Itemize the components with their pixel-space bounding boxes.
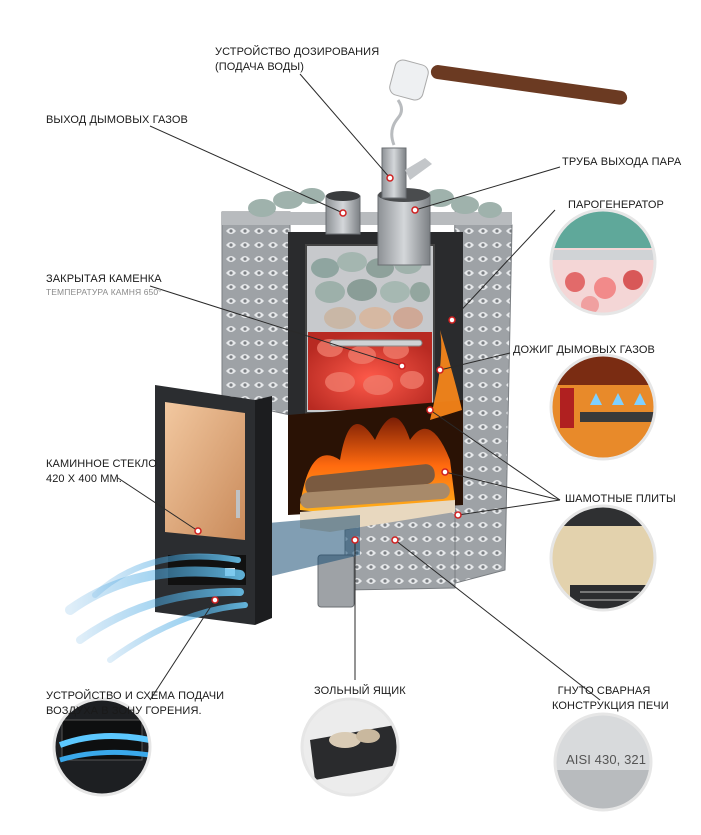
label-fireplace-glass: КАМИННОЕ СТЕКЛО 420 Х 400 ММ. xyxy=(46,457,157,487)
label-air-supply: УСТРОЙСТВО И СХЕМА ПОДАЧИ ВОЗДУХА В ЗОНУ… xyxy=(46,689,224,719)
detail-ash-box xyxy=(300,697,400,797)
label-stone-temperature: ТЕМПЕРАТУРА КАМНЯ 650° xyxy=(46,287,162,297)
label-fireclay: ШАМОТНЫЕ ПЛИТЫ xyxy=(565,493,676,505)
label-closed-stones: ЗАКРЫТАЯ КАМЕНКА ТЕМПЕРАТУРА КАМНЯ 650° xyxy=(46,272,162,298)
label-bent-line2: КОНСТРУКЦИЯ ПЕЧИ xyxy=(552,700,669,712)
firewood-log xyxy=(305,464,435,496)
label-smoke-outlet: ВЫХОД ДЫМОВЫХ ГАЗОВ xyxy=(46,114,188,126)
grey-stones xyxy=(311,252,430,329)
anchor-dots xyxy=(194,174,462,604)
label-closed-stones-line1: ЗАКРЫТАЯ КАМЕНКА xyxy=(46,273,162,285)
fireplace-glass xyxy=(165,402,245,540)
steam-pipe xyxy=(377,194,431,266)
label-bent-welded: ГНУТО СВАРНАЯ КОНСТРУКЦИЯ ПЕЧИ xyxy=(552,684,669,714)
label-steam-pipe: ТРУБА ВЫХОДА ПАРА xyxy=(562,156,682,168)
label-dosing: УСТРОЙСТВО ДОЗИРОВАНИЯ (ПОДАЧА ВОДЫ) xyxy=(215,45,379,75)
label-glass-line1: КАМИННОЕ СТЕКЛО xyxy=(46,458,157,470)
label-bent-line1: ГНУТО СВАРНАЯ xyxy=(557,685,651,697)
top-stones xyxy=(248,188,502,218)
label-air-line1: УСТРОЙСТВО И СХЕМА ПОДАЧИ xyxy=(46,690,225,702)
detail-fireclay xyxy=(549,504,657,612)
label-air-line2: ВОЗДУХА В ЗОНУ ГОРЕНИЯ. xyxy=(46,705,202,717)
callout-lines xyxy=(117,73,601,701)
firebox-door xyxy=(155,385,272,625)
ladle-handle xyxy=(430,65,628,105)
label-dosing-line2: (ПОДАЧА ВОДЫ) xyxy=(215,61,304,73)
detail-steam-generator xyxy=(549,208,657,316)
label-glass-size: 420 Х 400 ММ. xyxy=(46,473,122,485)
ladle-cup xyxy=(389,59,429,101)
label-steam-generator: ПАРОГЕНЕРАТОР xyxy=(568,199,664,211)
air-flow xyxy=(65,553,248,663)
detail-air-supply xyxy=(52,697,152,797)
label-afterburning: ДОЖИГ ДЫМОВЫХ ГАЗОВ xyxy=(513,344,655,356)
detail-afterburning xyxy=(549,353,657,461)
label-ash-box: ЗОЛЬНЫЙ ЯЩИК xyxy=(314,685,406,697)
label-dosing-line1: УСТРОЙСТВО ДОЗИРОВАНИЯ xyxy=(215,46,380,58)
firewood-log xyxy=(300,482,450,509)
steel-grade-text: AISI 430, 321 xyxy=(566,752,647,767)
stove-body xyxy=(65,59,628,663)
